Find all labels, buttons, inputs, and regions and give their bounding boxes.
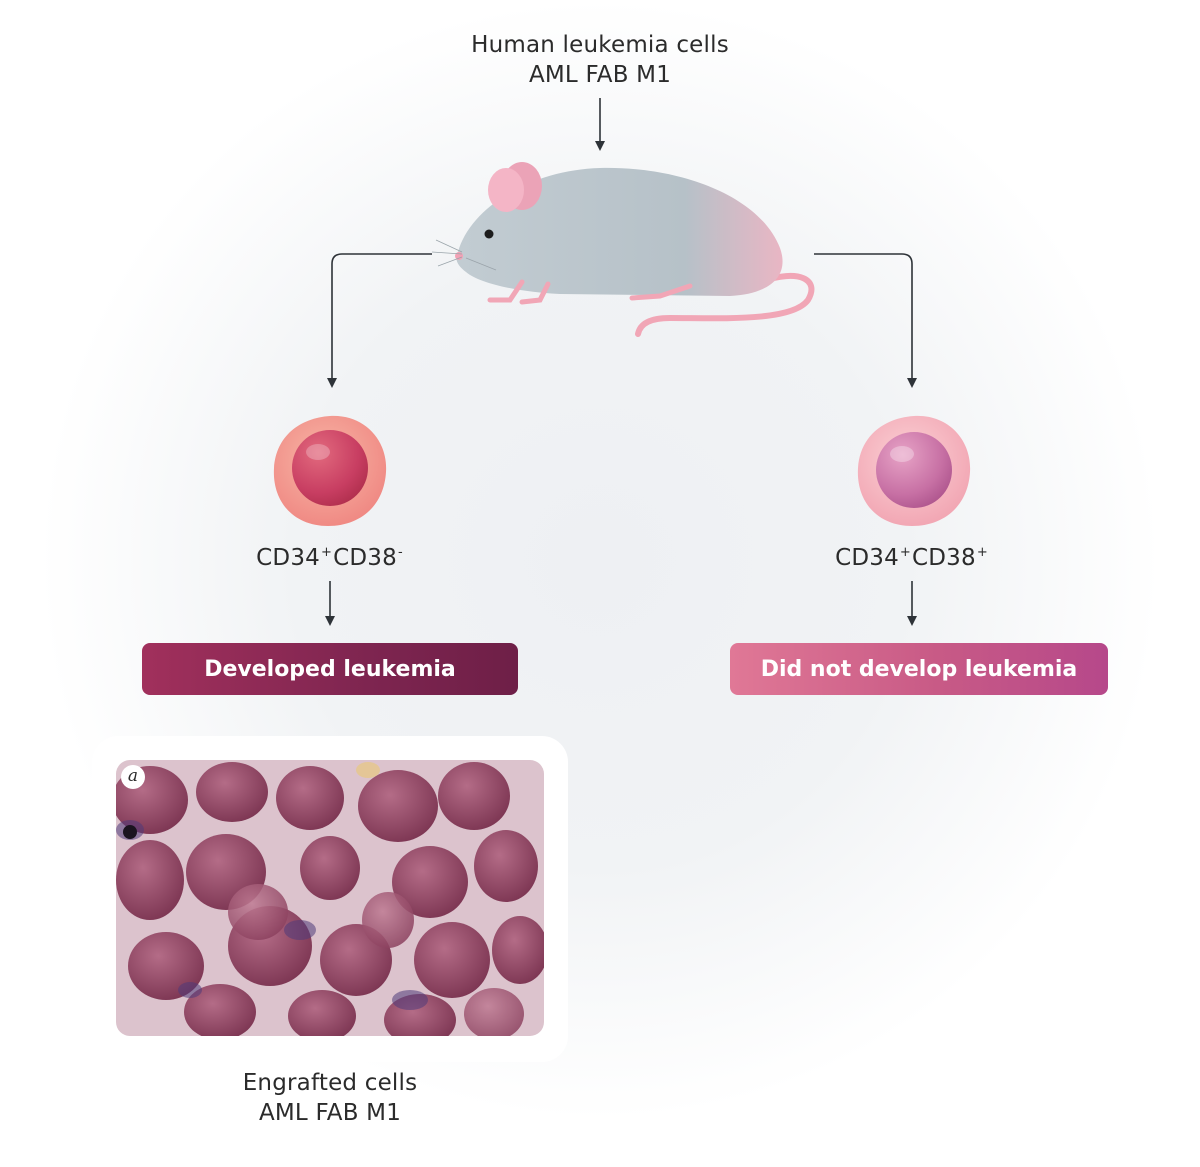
- source-label: Human leukemia cells AML FAB M1: [450, 30, 750, 90]
- right-cell: [857, 415, 971, 526]
- mouse-eye: [484, 229, 494, 239]
- left-marker-label: CD34+CD38-: [230, 538, 430, 573]
- result-developed-leukemia: Developed leukemia: [142, 643, 518, 695]
- right-marker-cd34: CD34: [835, 545, 899, 571]
- right-marker-label: CD34+CD38+: [812, 538, 1012, 573]
- panel-letter-badge: [121, 765, 145, 789]
- left-cell: [273, 415, 387, 526]
- engrafted-label: Engrafted cells AML FAB M1: [180, 1068, 480, 1128]
- arrow-mouse-to-left-cell: [327, 253, 432, 388]
- result-developed-text: Developed leukemia: [204, 656, 456, 682]
- mouse-hind-leg: [629, 283, 693, 301]
- source-line1: Human leukemia cells: [471, 32, 729, 58]
- result-not-developed-leukemia: Did not develop leukemia: [730, 643, 1108, 695]
- left-marker-cd34: CD34: [256, 545, 320, 571]
- left-marker-sup2: -: [397, 545, 403, 560]
- result-not-developed-text: Did not develop leukemia: [760, 656, 1078, 682]
- panel-letter: a: [127, 766, 139, 786]
- right-marker-sup1: +: [899, 545, 911, 560]
- source-line2: AML FAB M1: [528, 62, 672, 88]
- engrafted-line1: Engrafted cells: [242, 1070, 418, 1096]
- arrow-mouse-to-right-cell: [814, 253, 917, 388]
- right-marker-cd38: CD38: [912, 545, 976, 571]
- mouse-front-leg: [487, 279, 525, 303]
- mouse-tail: [635, 272, 815, 337]
- right-marker-sup2: +: [976, 545, 988, 560]
- left-marker-sup1: +: [321, 545, 333, 560]
- mouse-whiskers: [431, 239, 497, 271]
- engrafted-line2: AML FAB M1: [258, 1100, 402, 1126]
- mouse-ear-front: [488, 168, 524, 212]
- mouse-front-leg-2: [519, 281, 551, 305]
- left-marker-cd38: CD38: [333, 545, 397, 571]
